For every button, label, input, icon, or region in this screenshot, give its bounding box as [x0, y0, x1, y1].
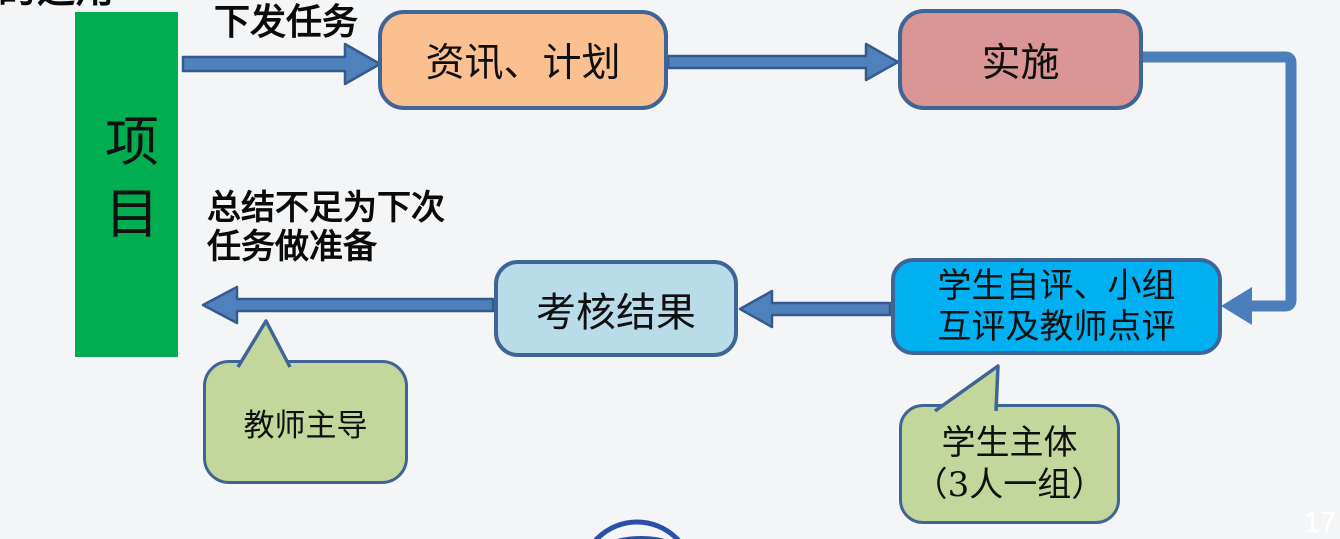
implement-box: 实施 — [898, 9, 1143, 110]
arrow-info-to-implement — [666, 42, 900, 82]
summary-label: 总结不足为下次 任务做准备 — [207, 189, 445, 267]
evaluation-box-line1: 学生自评、小组 — [937, 265, 1176, 306]
task-arrow-label: 下发任务 — [214, 1, 359, 42]
info-plan-box: 资讯、计划 — [378, 10, 668, 110]
project-box-label: 项目 — [95, 112, 159, 257]
project-box: 项目 — [75, 12, 178, 357]
arrow-result-feedback — [201, 285, 495, 325]
student-callout: 学生主体 （3人一组） — [899, 404, 1120, 524]
decorative-circle-ring — [593, 519, 681, 539]
elbow-arrowhead — [1221, 287, 1252, 325]
evaluation-box-line2: 互评及教师点评 — [937, 306, 1176, 347]
student-callout-line2: （3人一组） — [913, 465, 1106, 505]
evaluation-box: 学生自评、小组 互评及教师点评 — [891, 258, 1222, 355]
arrow-evaluation-to-result — [738, 289, 892, 329]
summary-label-line1: 总结不足为下次 — [207, 189, 445, 227]
implement-box-label: 实施 — [981, 40, 1060, 86]
teacher-callout-label: 教师主导 — [243, 407, 368, 444]
page-number: 17 — [1304, 507, 1337, 539]
info-plan-box-label: 资讯、计划 — [425, 41, 621, 86]
result-box-label: 考核结果 — [536, 289, 696, 336]
student-callout-line1: 学生主体 — [941, 423, 1078, 463]
summary-label-line2: 任务做准备 — [207, 228, 377, 266]
result-box: 考核结果 — [494, 260, 738, 357]
clipped-title-fragment: 的运用 — [0, 0, 115, 9]
teacher-callout: 教师主导 — [203, 360, 408, 484]
arrow-project-to-info — [181, 42, 382, 86]
